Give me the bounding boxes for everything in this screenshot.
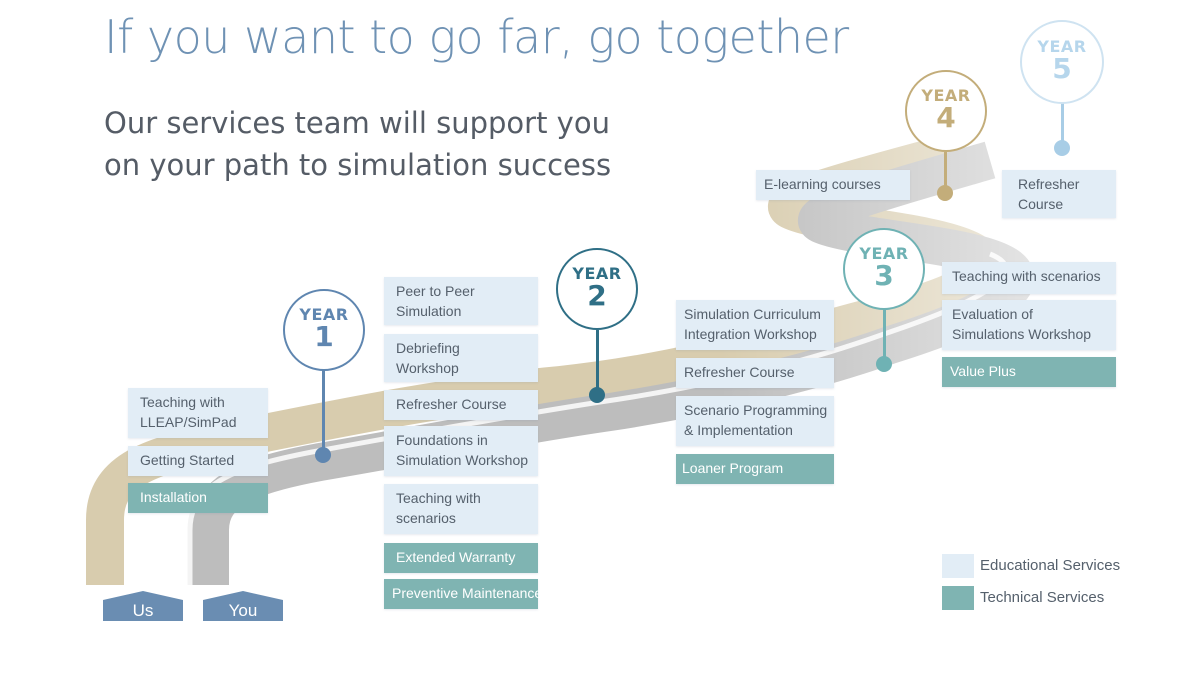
service-loaner-program: Loaner Program <box>676 454 834 484</box>
service-getting-started: Getting Started <box>128 446 268 476</box>
year2-number: 2 <box>587 279 607 312</box>
service-foundations-workshop: Foundations in Simulation Workshop <box>384 426 538 476</box>
year2-stem <box>596 330 599 394</box>
service-teaching-scenarios-y3: Teaching with scenarios <box>942 262 1116 294</box>
service-preventive-maintenance: Preventive Maintenance <box>384 579 542 609</box>
year4-marker: YEAR 4 <box>905 70 987 152</box>
legend-swatch-technical <box>942 586 974 610</box>
year5-dot <box>1054 140 1070 156</box>
service-e-learning: E-learning courses <box>756 170 910 200</box>
year3-marker: YEAR 3 <box>843 228 925 310</box>
year3-label: YEAR <box>859 244 909 263</box>
slide-subtitle: Our services team will support you on yo… <box>104 102 611 186</box>
service-scenario-programming: Scenario Programming & Implementation <box>676 396 834 446</box>
subtitle-line-2: on your path to simulation success <box>104 148 612 182</box>
year1-stem <box>322 368 325 456</box>
year1-label: YEAR <box>299 305 349 324</box>
service-teaching-scenarios-y2: Teaching with scenarios <box>384 484 538 534</box>
year3-number: 3 <box>874 259 894 292</box>
subtitle-line-1: Our services team will support you <box>104 106 610 140</box>
year2-dot <box>589 387 605 403</box>
year4-label: YEAR <box>921 86 971 105</box>
slide-title: If you want to go far, go together <box>104 10 849 64</box>
year3-stem <box>883 308 886 362</box>
legend-label-educational: Educational Services <box>980 557 1121 574</box>
service-installation: Installation <box>128 483 268 513</box>
service-evaluation-workshop: Evaluation of Simulations Workshop <box>942 300 1116 350</box>
service-curriculum-integration: Simulation Curriculum Integration Worksh… <box>676 300 834 350</box>
service-debriefing-workshop: Debriefing Workshop <box>384 334 538 382</box>
service-refresher-course-y2: Refresher Course <box>384 390 538 420</box>
service-refresher-course-y2b: Refresher Course <box>676 358 834 388</box>
year3-dot <box>876 356 892 372</box>
year4-dot <box>937 185 953 201</box>
service-teaching-lleap: Teaching with LLEAP/SimPad <box>128 388 268 438</box>
legend-swatch-educational <box>942 554 974 578</box>
year4-number: 4 <box>936 101 956 134</box>
service-refresher-course-y5: Refresher Course <box>1002 170 1116 218</box>
legend-label-technical: Technical Services <box>980 589 1105 606</box>
service-peer-to-peer: Peer to Peer Simulation <box>384 277 538 325</box>
year5-marker: YEAR 5 <box>1020 20 1104 104</box>
year1-marker: YEAR 1 <box>283 289 365 371</box>
bottom-margin <box>0 621 1200 677</box>
service-value-plus: Value Plus <box>942 357 1116 387</box>
year2-label: YEAR <box>572 264 622 283</box>
year5-number: 5 <box>1052 52 1072 85</box>
year5-stem <box>1061 102 1064 142</box>
year1-number: 1 <box>314 320 334 353</box>
year5-label: YEAR <box>1037 37 1087 56</box>
year1-dot <box>315 447 331 463</box>
year2-marker: YEAR 2 <box>556 248 638 330</box>
year4-stem <box>944 152 947 188</box>
service-extended-warranty: Extended Warranty <box>384 543 538 573</box>
